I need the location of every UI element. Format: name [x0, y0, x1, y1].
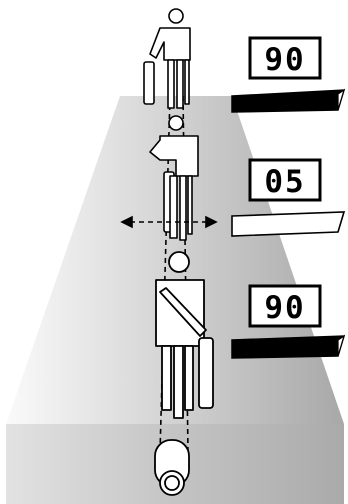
operator-figure-far	[143, 8, 191, 109]
signal-strength-bar-icon	[231, 335, 346, 359]
sweep-arrow-icon	[120, 215, 218, 229]
digital-display	[248, 36, 322, 80]
readout-panel-1: 90	[231, 36, 346, 113]
digital-display	[248, 284, 322, 328]
signal-strength-bar-icon	[231, 89, 346, 113]
readout-panel-3: 90	[231, 284, 346, 359]
signal-strength-bar-icon	[231, 211, 346, 237]
display-value: 90	[264, 42, 305, 78]
cable-pipe-icon	[154, 439, 190, 496]
operator-figure-middle	[149, 115, 199, 241]
readout-panel-2: 05	[231, 158, 346, 237]
display-value: 90	[264, 290, 305, 326]
display-value: 05	[264, 164, 305, 200]
digital-display	[248, 158, 322, 202]
operator-figure-near	[155, 251, 214, 419]
